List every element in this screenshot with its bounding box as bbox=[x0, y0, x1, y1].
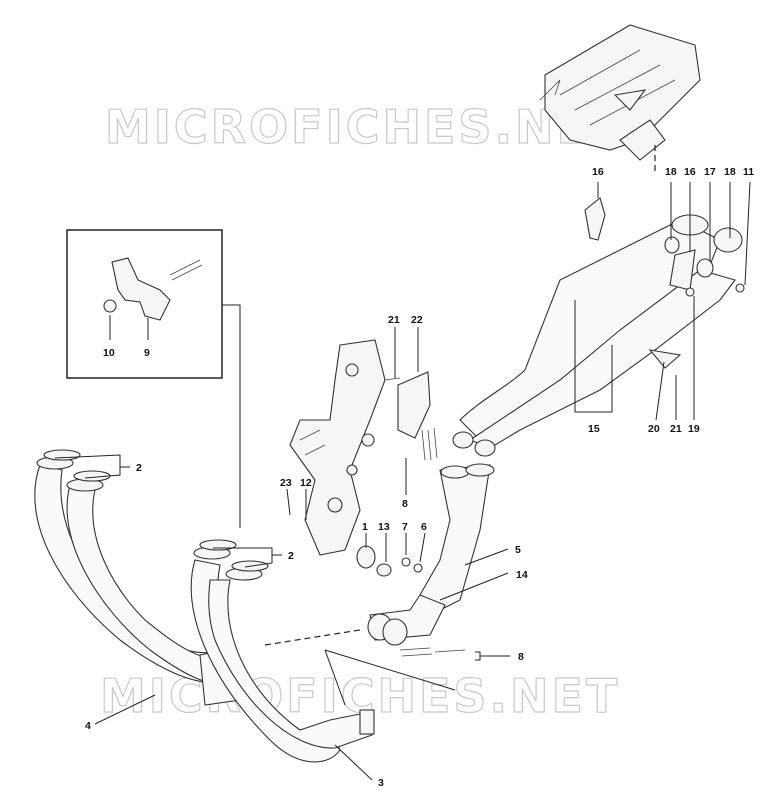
callout-5: 5 bbox=[515, 544, 521, 556]
callout-7: 7 bbox=[402, 521, 408, 533]
callout-17: 17 bbox=[704, 166, 716, 178]
callout-11: 11 bbox=[743, 166, 754, 178]
callout-2b: 2 bbox=[288, 550, 294, 562]
callout-21b: 21 bbox=[670, 423, 682, 435]
watermark-top: MICROFICHES.NET bbox=[105, 100, 625, 154]
callout-16a: 16 bbox=[592, 166, 604, 178]
callout-19: 19 bbox=[688, 423, 700, 435]
heat-shield-22-illustration bbox=[397, 371, 431, 439]
callout-22: 22 bbox=[411, 314, 423, 326]
inset-box bbox=[66, 229, 223, 379]
callout-2a: 2 bbox=[136, 462, 142, 474]
leader-lines bbox=[54, 181, 751, 781]
leader-spring-lines bbox=[324, 649, 456, 706]
bolt-19-illustration bbox=[685, 287, 695, 297]
callout-3: 3 bbox=[378, 777, 384, 789]
spring-8-lower-illustration bbox=[399, 647, 466, 657]
callout-12: 12 bbox=[300, 477, 312, 489]
callout-18a: 18 bbox=[665, 166, 677, 178]
callout-4: 4 bbox=[85, 720, 91, 732]
inset-link-line bbox=[222, 304, 241, 528]
callout-13: 13 bbox=[378, 521, 390, 533]
callout-9: 9 bbox=[144, 347, 150, 359]
callout-18b: 18 bbox=[724, 166, 736, 178]
leader-pipe-link bbox=[264, 629, 361, 646]
callout-6: 6 bbox=[421, 521, 427, 533]
hanger-16-left-illustration bbox=[584, 197, 606, 241]
callout-8b: 8 bbox=[518, 651, 524, 663]
bolt-illustration bbox=[169, 259, 203, 281]
nut-10-illustration bbox=[103, 299, 117, 313]
callout-16b: 16 bbox=[684, 166, 696, 178]
bolt-11-illustration bbox=[735, 283, 745, 293]
footrest-bracket-illustration bbox=[289, 339, 386, 556]
callout-21a: 21 bbox=[388, 314, 400, 326]
plate-20-illustration bbox=[648, 349, 682, 369]
link-pipe-5-illustration bbox=[367, 463, 495, 646]
callout-1: 1 bbox=[362, 521, 368, 533]
callout-labels: 2 2 3 4 5 14 8 8 15 16 18 16 17 18 11 20… bbox=[85, 166, 754, 789]
callout-20: 20 bbox=[648, 423, 660, 435]
callout-14: 14 bbox=[516, 569, 528, 581]
rear-frame-illustration bbox=[539, 24, 701, 161]
callout-23: 23 bbox=[280, 477, 292, 489]
spring-8-upper-illustration bbox=[421, 427, 438, 461]
callout-10: 10 bbox=[103, 347, 115, 359]
callout-8a: 8 bbox=[402, 498, 408, 510]
bolt-7-illustration bbox=[401, 557, 411, 567]
bracket-9-illustration bbox=[111, 257, 171, 321]
grommet-1-illustration bbox=[356, 545, 376, 569]
bolt-21-illustration bbox=[384, 377, 401, 381]
callout-15: 15 bbox=[588, 423, 600, 435]
grommet-18-left-illustration bbox=[664, 236, 680, 254]
washer-6-illustration bbox=[413, 563, 423, 573]
collar-13-illustration bbox=[376, 563, 392, 577]
header-pipe-3-illustration bbox=[190, 539, 375, 763]
damper-17-illustration bbox=[696, 258, 714, 278]
muffler-15-illustration bbox=[452, 214, 743, 457]
